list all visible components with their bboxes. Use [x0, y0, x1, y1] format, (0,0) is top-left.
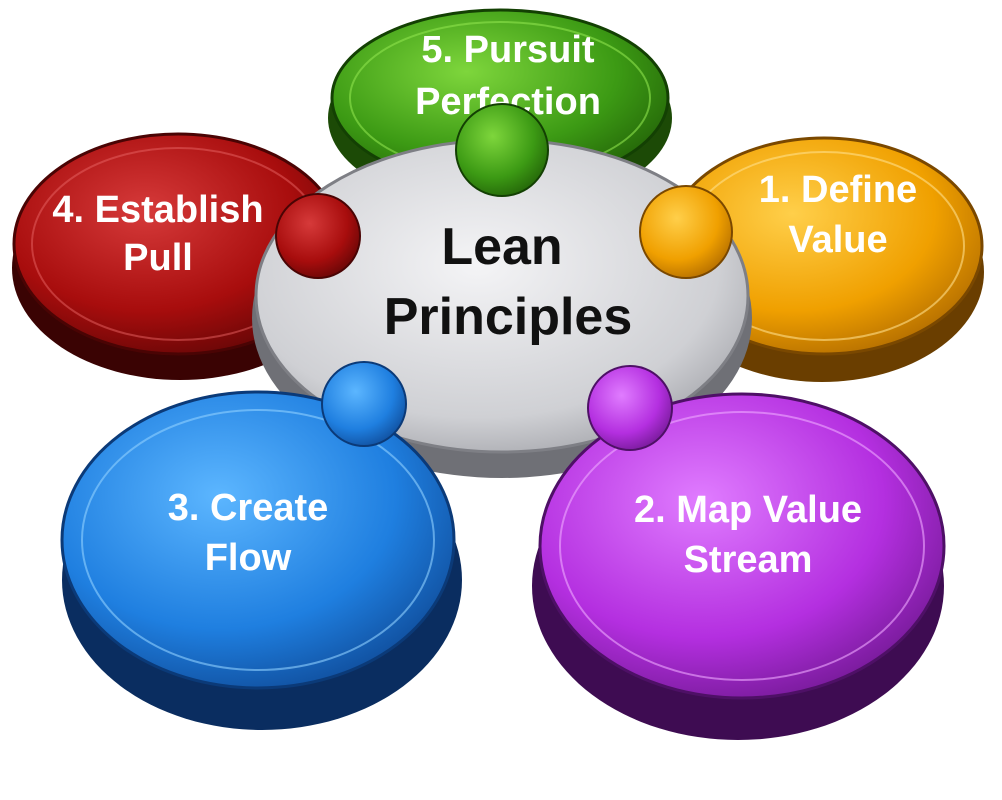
- center-label-line1: Lean: [441, 218, 562, 276]
- piece-map-value-stream: 2. Map Value Stream: [532, 365, 946, 740]
- center-label-line2: Principles: [384, 288, 633, 346]
- label-line2: Stream: [684, 539, 813, 581]
- label-line1: 3. Create: [168, 487, 329, 529]
- label-line1: 4. Establish: [52, 189, 263, 231]
- label-line1: 1. Define: [759, 169, 917, 211]
- label-line1: 5. Pursuit: [421, 29, 594, 71]
- label-line2: Value: [788, 219, 887, 261]
- label-line2: Flow: [205, 537, 292, 579]
- label-line2: Pull: [123, 237, 193, 279]
- label-line1: 2. Map Value: [634, 489, 862, 531]
- piece-create-flow: 3. Create Flow: [60, 361, 462, 730]
